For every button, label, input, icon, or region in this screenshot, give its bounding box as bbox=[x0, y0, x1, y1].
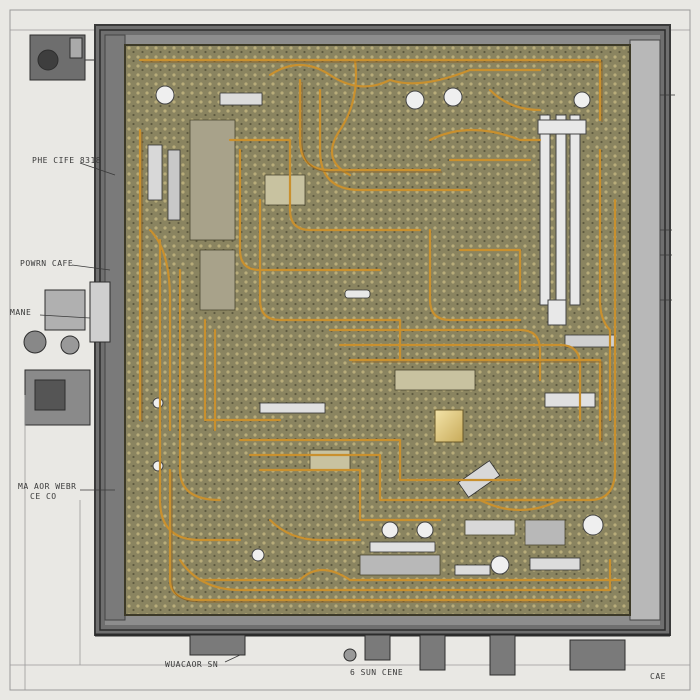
callout-lower-left-2: CE CO bbox=[30, 492, 57, 501]
outer-frame bbox=[9, 9, 691, 691]
callout-top-left: PHE CIFE 8318 bbox=[32, 156, 102, 165]
callout-bottom-center-2: 6 SUN CENE bbox=[350, 668, 404, 677]
callout-bottom-right: CAE bbox=[650, 672, 666, 681]
headers bbox=[147, 92, 616, 576]
component-blocks bbox=[189, 119, 566, 576]
cpu-chip bbox=[434, 409, 464, 443]
callout-bottom-center: WUACAOR SN bbox=[165, 660, 219, 669]
ram-slots bbox=[537, 114, 587, 326]
right-callout-ticks bbox=[660, 94, 675, 301]
left-callout-leaders bbox=[39, 162, 241, 663]
callout-power: POWRN CAFE bbox=[20, 259, 74, 268]
left-io-assembly bbox=[23, 34, 111, 426]
callout-lower-left: MA AOR WEBR bbox=[18, 482, 77, 491]
callout-mane: MANE bbox=[10, 308, 32, 317]
copper-traces-shadow bbox=[141, 61, 603, 603]
capacitors bbox=[152, 85, 604, 575]
bottom-connectors bbox=[189, 634, 626, 676]
copper-traces bbox=[138, 58, 622, 602]
